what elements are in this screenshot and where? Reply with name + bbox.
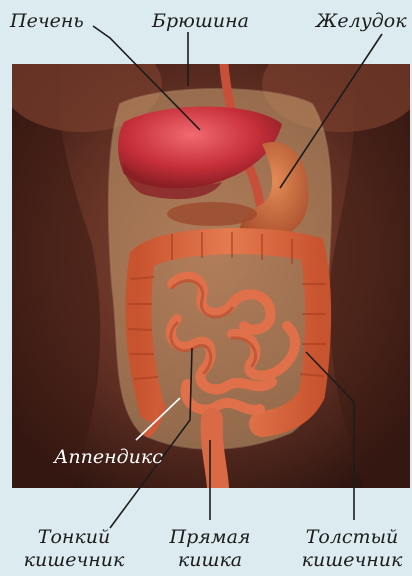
liver-leader	[93, 26, 200, 130]
small-intestine-label-line1: Тонкий	[14, 528, 134, 547]
large-intestine-leader	[306, 352, 354, 520]
appendix-leader	[136, 398, 180, 440]
small-intestine-label: Тонкий кишечник	[14, 528, 134, 570]
appendix-label: Аппендикс	[54, 448, 163, 467]
rectum-label-line1: Прямая	[160, 528, 260, 547]
small-intestine-label-line2: кишечник	[14, 551, 134, 570]
stomach-leader	[280, 34, 382, 188]
large-intestine-label-line2: кишечник	[294, 551, 410, 570]
small-intestine-leader	[110, 348, 192, 528]
large-intestine-label: Толстый кишечник	[294, 528, 410, 570]
rectum-label-line2: кишка	[160, 551, 260, 570]
large-intestine-label-line1: Толстый	[294, 528, 410, 547]
rectum-label: Прямая кишка	[160, 528, 260, 570]
